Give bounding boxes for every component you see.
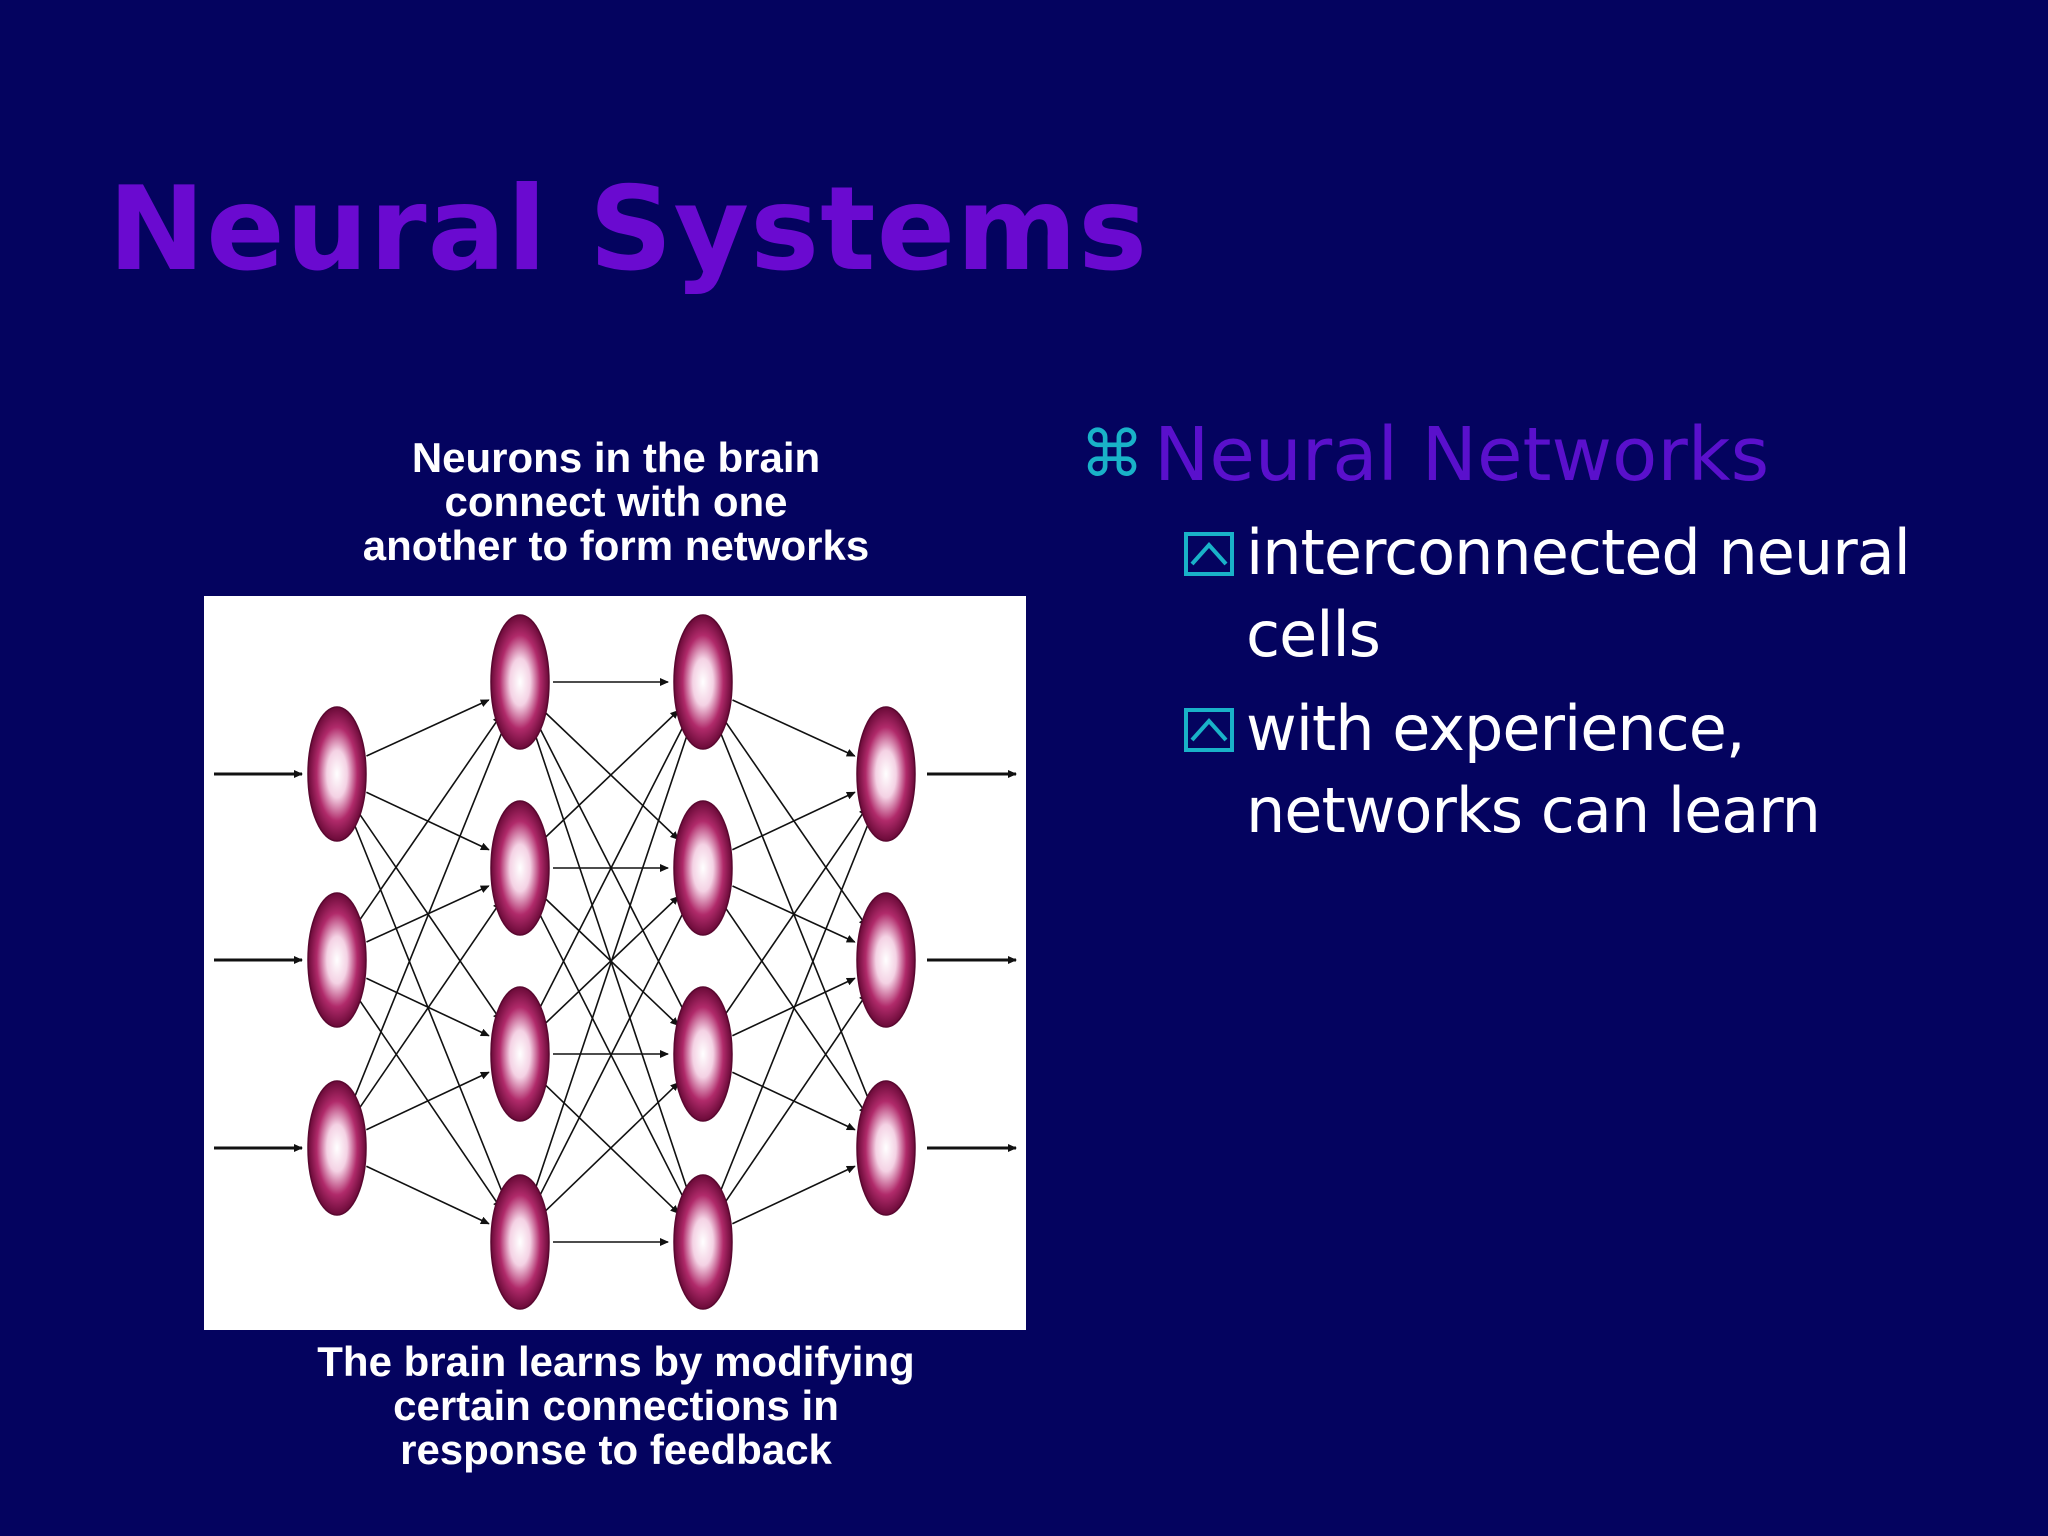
caption-bottom-line-1: The brain learns by modifying xyxy=(317,1338,915,1385)
neuron-node xyxy=(673,1174,733,1310)
connection-arrow xyxy=(354,714,502,928)
connection-arrow xyxy=(366,1165,490,1225)
connection-arrow xyxy=(720,992,868,1209)
connection-arrow xyxy=(366,885,490,943)
neuron-node xyxy=(673,614,733,750)
checkbox-icon xyxy=(1184,708,1234,752)
connection-lines xyxy=(214,678,1017,1246)
neuron-node xyxy=(490,800,550,936)
neuron-node xyxy=(490,986,550,1122)
neuron-node xyxy=(307,706,367,842)
caption-bottom-line-2: certain connections in xyxy=(393,1382,839,1429)
bullet-main-text: Neural Networks xyxy=(1154,412,1770,498)
connection-arrow xyxy=(366,1071,490,1131)
caption-bottom-line-3: response to feedback xyxy=(400,1426,832,1473)
bullet-sub-2-line-2: networks can learn xyxy=(1246,774,1821,847)
bullet-list: ⌘ Neural Networks interconnected neural … xyxy=(1080,410,2020,862)
neuron-node xyxy=(673,986,733,1122)
bullet-sub-2-line-1: with experience, xyxy=(1246,692,1746,765)
neuron-nodes xyxy=(307,614,916,1310)
neural-network-svg xyxy=(214,614,1017,1310)
neuron-node xyxy=(490,1174,550,1310)
neuron-node xyxy=(856,1080,916,1216)
neuron-node xyxy=(856,892,916,1028)
connection-arrow xyxy=(542,709,680,841)
connection-arrow xyxy=(366,977,490,1037)
connection-arrow xyxy=(732,699,856,757)
bullet-main: ⌘ Neural Networks xyxy=(1080,410,2020,500)
caption-top-line-1: Neurons in the brain xyxy=(411,434,821,481)
neuron-node xyxy=(673,800,733,936)
connection-arrow xyxy=(542,1081,680,1214)
neural-network-diagram xyxy=(204,596,1026,1330)
bullet-sub-1-line-2: cells xyxy=(1246,598,1381,671)
connection-arrow xyxy=(366,699,490,757)
connection-arrow xyxy=(732,791,856,851)
connection-arrow xyxy=(533,717,689,1019)
caption-top-line-2: connect with one xyxy=(444,478,788,525)
command-icon: ⌘ xyxy=(1080,418,1144,492)
checkbox-icon xyxy=(1184,532,1234,576)
slide-title: Neural Systems xyxy=(108,162,1149,297)
neuron-node xyxy=(307,1080,367,1216)
neuron-node xyxy=(856,706,916,842)
caption-bottom: The brain learns by modifying certain co… xyxy=(200,1340,1032,1472)
connection-arrow xyxy=(714,810,874,1206)
connection-arrow xyxy=(732,1165,856,1225)
connection-arrow xyxy=(732,977,856,1037)
caption-top: Neurons in the brain connect with one an… xyxy=(200,436,1032,568)
connection-arrow xyxy=(529,719,694,1205)
bullet-sub-1-line-1: interconnected neural xyxy=(1246,516,1911,589)
connection-arrow xyxy=(354,900,502,1115)
neuron-node xyxy=(490,614,550,750)
connection-arrow xyxy=(533,903,689,1207)
connection-arrow xyxy=(348,718,508,1112)
connection-arrow xyxy=(720,806,868,1021)
bullet-sub-1: interconnected neural cells xyxy=(1184,512,2020,676)
neuron-node xyxy=(307,892,367,1028)
bullet-sub-2: with experience, networks can learn xyxy=(1184,688,2020,852)
caption-top-line-3: another to form networks xyxy=(362,522,870,569)
